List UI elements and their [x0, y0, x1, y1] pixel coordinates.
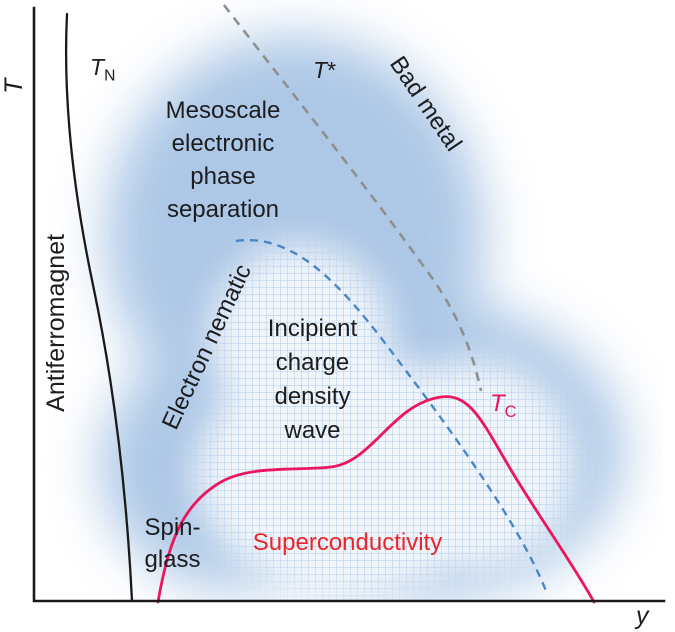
electron-nematic-boundary-curve: [235, 238, 548, 592]
tstar-base: T: [313, 57, 328, 83]
crosshatch-grid: [100, 160, 620, 600]
plot-axes: [32, 6, 666, 603]
antiferromagnet-label: Antiferromagnet: [40, 198, 74, 448]
tn-subscript: N: [104, 67, 116, 85]
mesoscale-line: phase: [190, 163, 256, 190]
t-star-crossover-curve: [222, 4, 483, 392]
incipient-cdw-label: Incipient charge density wave: [230, 312, 395, 448]
antiferromagnet-text: Antiferromagnet: [42, 233, 71, 412]
tstar-asterisk: *: [327, 57, 337, 83]
cdw-line: charge: [275, 349, 350, 376]
superconducting-dome-curve: [156, 395, 596, 604]
neel-temperature-curve: [64, 12, 134, 603]
x-axis-label-text: y: [636, 602, 649, 630]
y-axis-label: T: [0, 68, 32, 94]
mesoscale-line: separation: [166, 196, 280, 223]
tn-base: T: [90, 54, 105, 80]
spin-glass-line: Spin-: [144, 514, 201, 541]
y-axis-label-text: T: [0, 78, 29, 94]
shaded-phase-background: [100, 35, 625, 600]
superconductivity-label: Superconductivity: [225, 527, 470, 559]
tc-label: TC: [490, 388, 516, 423]
spin-glass-label: Spin- glass: [130, 512, 215, 576]
superconductivity-text: Superconductivity: [252, 529, 443, 556]
mesoscale-line: Mesoscale: [165, 97, 281, 124]
x-axis-label: y: [636, 600, 649, 632]
t-star-label: T*: [313, 55, 336, 86]
cdw-line: wave: [284, 417, 341, 444]
tc-subscript: C: [504, 402, 517, 421]
cdw-line: Incipient: [267, 315, 358, 342]
cdw-line: density: [274, 383, 351, 410]
neel-temperature-label: TN: [90, 52, 115, 87]
mesoscale-phase-separation-label: Mesoscale electronic phase separation: [118, 94, 328, 226]
mesoscale-line: electronic: [171, 130, 275, 157]
spin-glass-line: glass: [144, 546, 201, 573]
tc-base: T: [490, 390, 505, 417]
